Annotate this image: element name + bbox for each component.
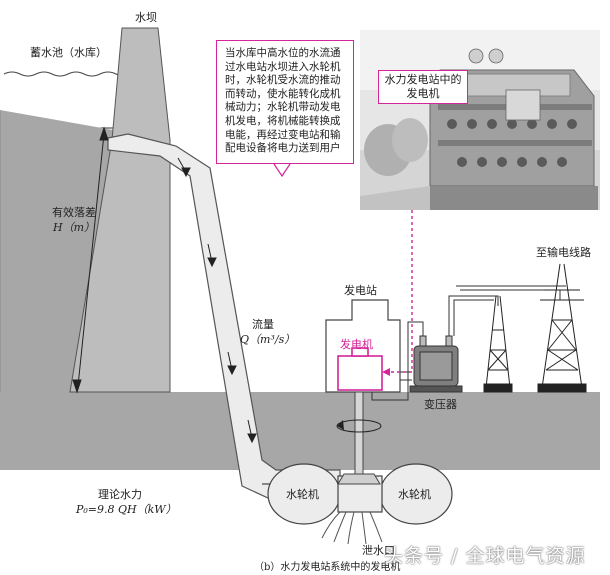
turbine-left-label: 水轮机	[286, 488, 319, 501]
theory-power-formula: P₀=9.8 QH（kW）	[76, 503, 177, 516]
generator-top	[351, 347, 369, 357]
flow-label-symbol: Q（m³/s）	[240, 333, 296, 346]
generator-box	[337, 355, 383, 391]
power-station-label: 发电站	[344, 284, 377, 297]
power-cables	[371, 285, 566, 401]
head-label-symbol: H（m）	[52, 221, 96, 234]
transformer-unit	[409, 335, 463, 393]
photo-link	[386, 210, 413, 373]
transformer-label: 变压器	[424, 398, 457, 411]
turbine-runner	[337, 473, 381, 485]
figure-caption: （b）水力发电站系统中的发电机	[254, 562, 401, 573]
head-arrow	[72, 126, 109, 394]
tailwater-label: 泄水口	[362, 544, 395, 557]
flow-label-title: 流量	[252, 318, 274, 331]
watermark: 头条号 / 全球电气资源	[384, 545, 586, 567]
reservoir-label: 蓄水池（水库）	[30, 46, 107, 59]
rotation-arrow-head	[337, 420, 344, 430]
photo-caption-box: 水力发电站中的发电机	[378, 70, 468, 104]
photo-caption: 水力发电站中的发电机	[384, 73, 462, 100]
callout-pointer	[273, 163, 291, 178]
dam-label: 水坝	[135, 11, 157, 24]
reservoir-water-surface	[3, 71, 129, 77]
transmission-tower-large	[537, 263, 587, 393]
explanation-callout: 当水库中高水位的水流通过水电站水坝进入水轮机时，水轮机受水流的推动而转动，使水能…	[216, 40, 354, 164]
head-label-title: 有效落差	[52, 206, 96, 219]
turbine-right-label: 水轮机	[398, 488, 431, 501]
turbine-shaft	[354, 391, 364, 479]
ground-mass	[0, 392, 600, 470]
callout-text: 当水库中高水位的水流通过水电站水坝进入水轮机时，水轮机受水流的推动而转动，使水能…	[225, 47, 341, 155]
theory-power-title: 理论水力	[98, 488, 142, 501]
photo-link-arrowhead	[382, 368, 390, 376]
transmission-tower-small	[483, 295, 513, 393]
turbine-housing	[267, 463, 453, 525]
tailwater-arrows	[321, 511, 383, 545]
transmission-label: 至输电线路	[536, 246, 591, 259]
generator-photo	[360, 30, 600, 210]
generator-label: 发电机	[340, 338, 373, 351]
